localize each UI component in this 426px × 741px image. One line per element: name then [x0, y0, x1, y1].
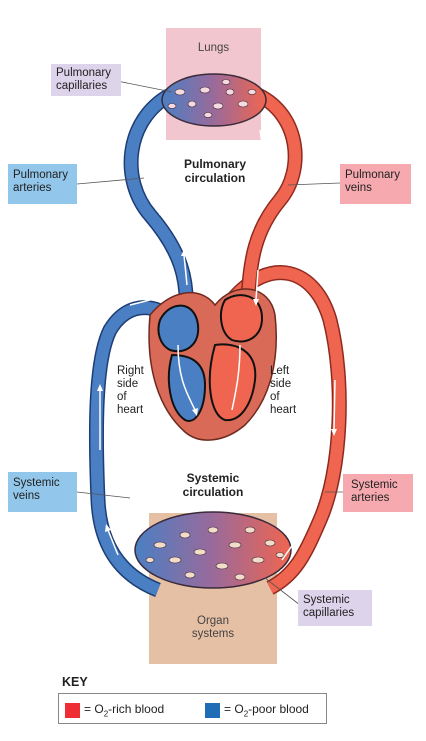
left-ventricle	[208, 343, 257, 422]
systemic-veins-line1: Systemic	[13, 477, 60, 489]
systemic-arteries-line2: arteries	[351, 492, 390, 504]
systemic-circulation-line1: Systemic	[186, 471, 240, 485]
key-item-oxygen-rich: = O2-rich blood	[65, 702, 164, 718]
oxygen-poor-text: = O2-poor blood	[224, 702, 309, 719]
key-item-oxygen-poor: = O2-poor blood	[205, 702, 309, 718]
pulmonary-circulation-line2: circulation	[184, 171, 246, 185]
pulmonary-capillaries-line2: capillaries	[56, 80, 108, 92]
key-title: KEY	[62, 675, 88, 689]
systemic-arteries-line1: Systemic	[351, 479, 398, 491]
pulmonary-capillary-bed	[161, 73, 267, 127]
oxygen-rich-text: = O2-rich blood	[84, 702, 165, 719]
pulmonary-capillaries-line1: Pulmonary	[56, 67, 111, 79]
systemic-circulation-title: Systemic circulation	[158, 471, 268, 499]
systemic-capillaries-label: Systemic capillaries	[298, 590, 372, 626]
key-legend: = O2-rich blood = O2-poor blood	[58, 693, 327, 724]
oxygen-poor-swatch	[205, 702, 220, 718]
left-side-of-heart-label: Left side of heart	[270, 365, 296, 417]
oxygen-rich-swatch	[65, 702, 80, 718]
lungs-label: Lungs	[197, 42, 230, 54]
right-side-line4: heart	[117, 404, 144, 416]
right-side-line1: Right	[117, 365, 144, 377]
right-atrium	[157, 304, 200, 353]
systemic-capillary-bed	[134, 511, 292, 589]
pulmonary-circulation-title: Pulmonary circulation	[160, 157, 270, 185]
left-side-line1: Left	[270, 365, 290, 377]
systemic-capillaries-line1: Systemic	[303, 594, 350, 606]
pulmonary-arteries-line1: Pulmonary	[13, 169, 68, 181]
left-side-line3: of	[270, 391, 280, 403]
pulmonary-veins-line1: Pulmonary	[345, 169, 400, 181]
organ-systems-label: Organ systems	[149, 615, 277, 641]
pulmonary-arteries-line2: arteries	[13, 182, 52, 194]
pulmonary-circulation-line1: Pulmonary	[183, 157, 246, 171]
left-side-line2: side	[270, 378, 292, 390]
systemic-veins-label: Systemic veins	[8, 472, 77, 512]
systemic-capillaries-line2: capillaries	[303, 607, 355, 619]
right-side-line3: of	[117, 391, 127, 403]
right-ventricle	[167, 353, 207, 422]
systemic-circulation-line2: circulation	[182, 485, 244, 499]
right-side-line2: side	[117, 378, 139, 390]
right-side-of-heart-label: Right side of heart	[117, 365, 144, 417]
systemic-veins-line2: veins	[13, 490, 40, 502]
left-side-line4: heart	[270, 404, 297, 416]
organ-systems-line1: Organ	[197, 615, 229, 627]
pulmonary-veins-line2: veins	[345, 182, 372, 194]
pulmonary-veins-label: Pulmonary veins	[340, 164, 411, 204]
leader-lines	[76, 80, 343, 606]
flow-arrows	[97, 129, 337, 561]
organ-systems-line2: systems	[191, 628, 235, 640]
left-atrium	[219, 294, 264, 343]
systemic-arteries-label: Systemic arteries	[343, 474, 413, 512]
pulmonary-capillaries-label: Pulmonary capillaries	[51, 64, 121, 96]
pulmonary-arteries-label: Pulmonary arteries	[8, 164, 77, 204]
